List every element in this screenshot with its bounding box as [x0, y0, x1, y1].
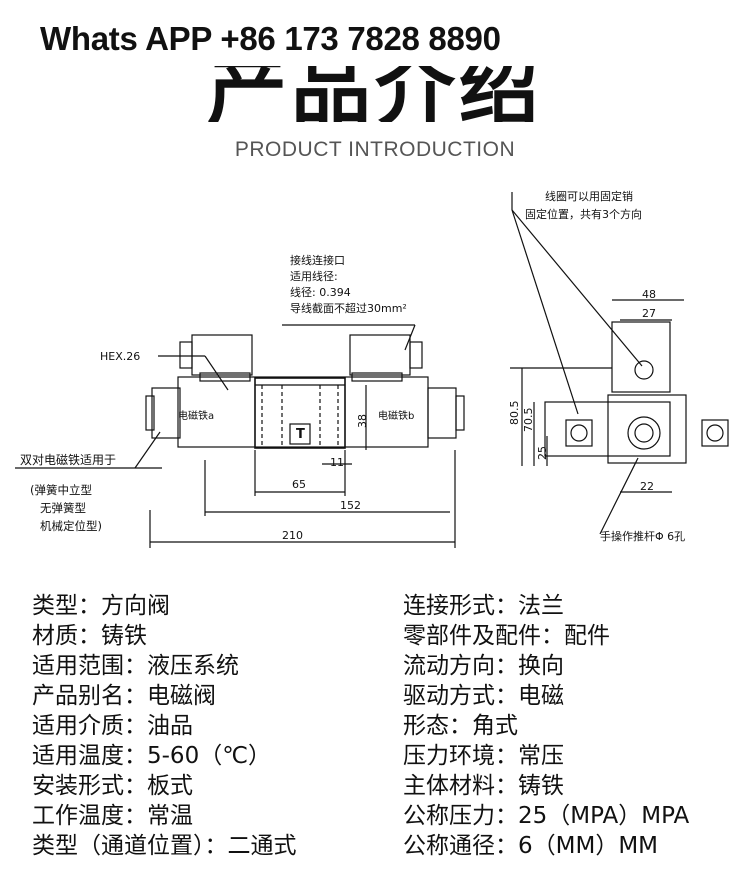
coil-b: [349, 334, 411, 376]
coil-note-2: 固定位置，共有3个方向: [525, 207, 642, 221]
solenoid-b-label: 电磁铁b: [378, 409, 414, 422]
product-intro-subtitle: PRODUCT INTRODUCTION: [234, 138, 516, 161]
spec-right-1: 零部件及配件：配件: [403, 623, 610, 649]
solenoid-end-b: [427, 387, 457, 439]
coil-note-1: 线圈可以用固定销: [545, 189, 633, 203]
wiring-note-4: 导线截面不超过30mm²: [290, 301, 407, 315]
spec-left-7: 工作温度：常温: [32, 803, 193, 829]
spec-left-0: 类型：方向阀: [32, 593, 170, 619]
dim-152: 152: [340, 499, 361, 512]
dim-80-5: 80.5: [508, 401, 521, 426]
side-view-coil: [611, 321, 671, 393]
spec-left-5: 适用温度：5-60（℃）: [32, 743, 272, 769]
spec-left-6: 安装形式：板式: [32, 773, 193, 799]
spec-right-8: 公称通径：6（MM）MM: [403, 833, 659, 859]
dim-210: 210: [282, 529, 303, 542]
coil-a: [191, 334, 253, 376]
wiring-note-3: 线径: 0.394: [290, 285, 351, 299]
spec-left-4: 适用介质：油品: [32, 713, 193, 739]
spec-right-2: 流动方向：换向: [403, 653, 564, 679]
spec-left-3: 产品别名：电磁阀: [32, 683, 216, 709]
wiring-note-1: 接线连接口: [290, 253, 345, 267]
dim-11: 11: [330, 456, 344, 469]
spec-left-2: 适用范围：液压系统: [32, 653, 239, 679]
solenoid-a-label: 电磁铁a: [178, 409, 214, 422]
spec-right-4: 形态：角式: [403, 713, 518, 739]
spring-note-2: 无弹簧型: [40, 501, 86, 515]
spring-note-3: 机械定位型): [40, 519, 102, 533]
whatsapp-contact: Whats APP +86 173 7828 8890: [40, 20, 501, 57]
center-mark: T: [296, 427, 305, 442]
dim-22: 22: [640, 480, 654, 493]
manual-note: 手操作推杆Φ 6孔: [600, 529, 685, 543]
dim-38: 38: [356, 414, 369, 428]
dim-48: 48: [642, 288, 656, 301]
contact-banner: [34, 18, 594, 66]
spec-right-7: 公称压力：25（MPA）MPA: [403, 803, 690, 829]
dim-25: 25: [536, 446, 549, 460]
spec-right-0: 连接形式：法兰: [403, 593, 564, 619]
valve-technical-drawing: HEX.26 双对电磁铁适用于 (弹簧中立型 无弹簧型 机械定位型) 电磁铁a …: [15, 189, 729, 548]
spec-right-6: 主体材料：铸铁: [403, 773, 564, 799]
solenoid-end-a: [151, 387, 181, 439]
dim-65: 65: [292, 478, 306, 491]
spec-right-3: 驱动方式：电磁: [403, 683, 564, 709]
spec-left-8: 类型（通道位置）：二通式: [32, 833, 297, 859]
dim-27: 27: [642, 307, 656, 320]
dim-70-5: 70.5: [522, 408, 535, 433]
spec-right-5: 压力环境：常压: [403, 743, 564, 769]
dual-solenoid-note: 双对电磁铁适用于: [20, 452, 116, 467]
wiring-note-2: 适用线径:: [290, 269, 338, 283]
hex-label: HEX.26: [100, 350, 140, 363]
spring-note-1: (弹簧中立型: [30, 483, 92, 497]
spec-left-1: 材质：铸铁: [32, 623, 147, 649]
